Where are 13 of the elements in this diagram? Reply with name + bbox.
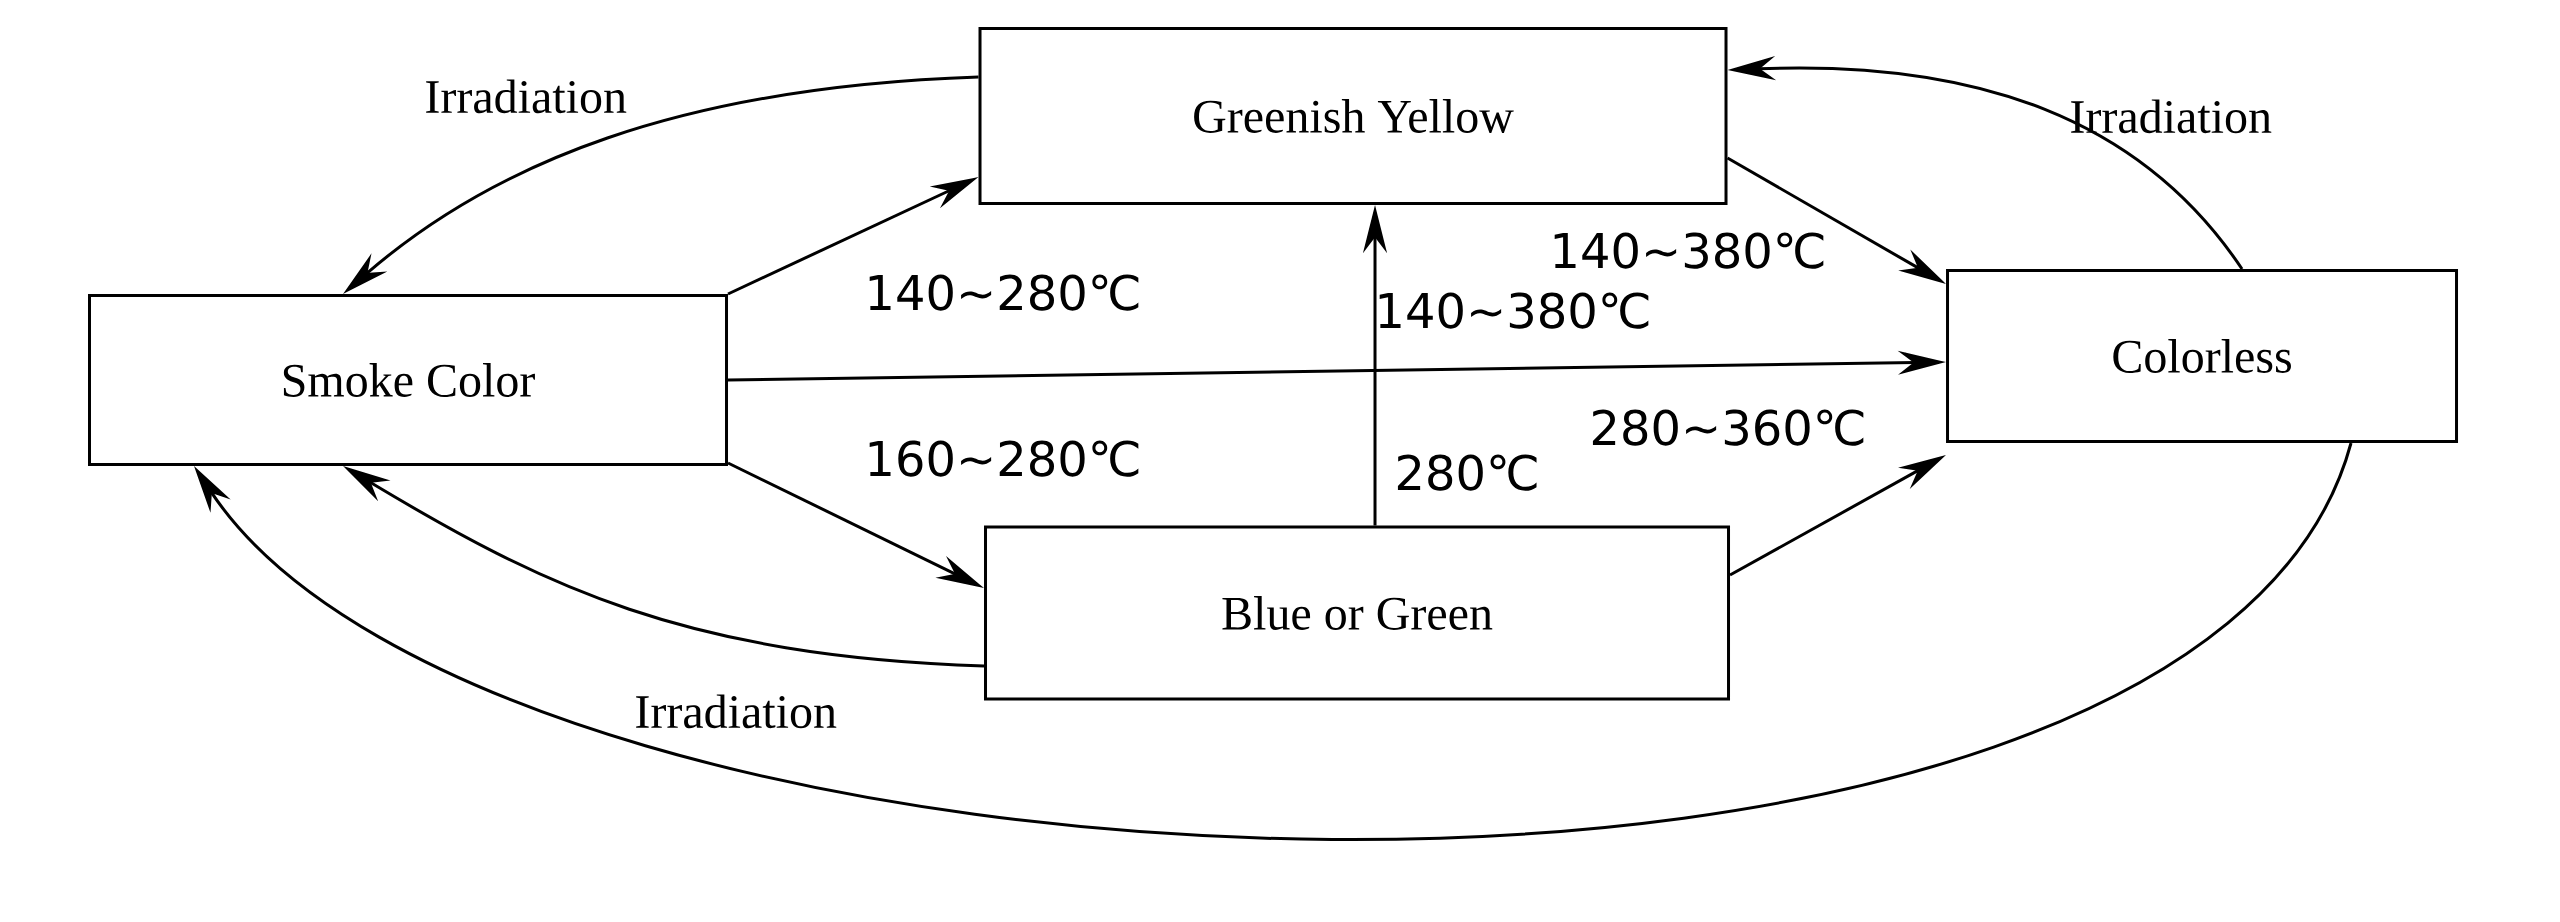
edge-label: 140~380℃ <box>1554 232 1824 269</box>
state-box: Blue or Green <box>984 525 1730 701</box>
edge-label: 140~280℃ <box>869 274 1139 311</box>
edge-label: 280~360℃ <box>1592 409 1864 446</box>
state-box: Greenish Yellow <box>978 27 1728 205</box>
edge-label: 140~380℃ <box>1379 292 1649 329</box>
edge-label: Irradiation <box>426 79 627 114</box>
edge-label: Irradiation <box>636 694 837 729</box>
edge-label: 280℃ <box>1397 454 1537 491</box>
state-box: Colorless <box>1946 269 2458 443</box>
edge-label: 160~280℃ <box>869 440 1139 477</box>
state-box: Smoke Color <box>88 294 728 466</box>
edge-label: Irradiation <box>2071 99 2272 134</box>
